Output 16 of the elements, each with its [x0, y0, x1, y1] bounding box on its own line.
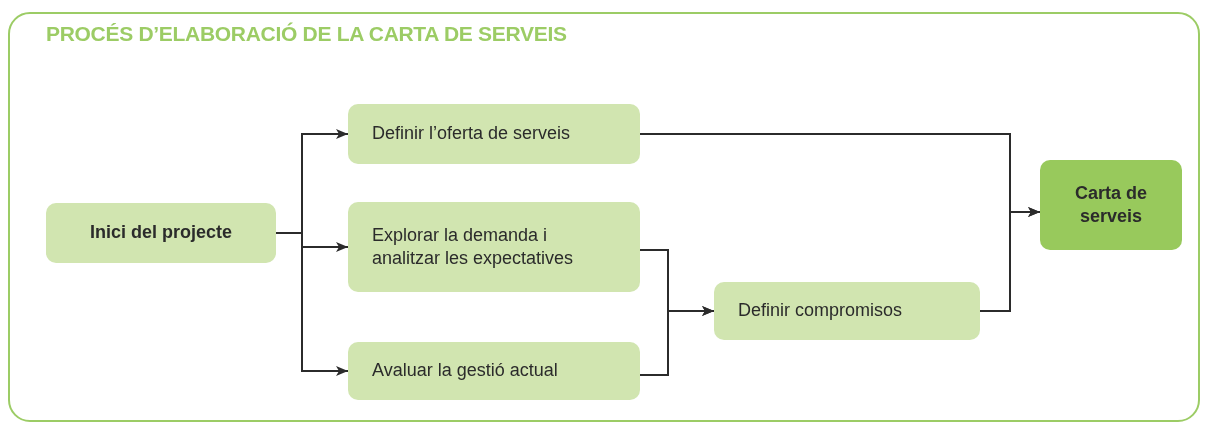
- box-label: Inici del projecte: [89, 221, 232, 245]
- process-box: [46, 203, 276, 263]
- arrow: [639, 306, 715, 376]
- process-box: [348, 202, 640, 292]
- process-box: [1040, 160, 1182, 250]
- process-box: [348, 104, 640, 164]
- box-label: Carta de serveis: [1074, 181, 1148, 228]
- diagram-title: PROCÉS D’ELABORACIÓ DE LA CARTA DE SERVEIS: [46, 22, 567, 46]
- box-label: Avaluar la gestió actual: [372, 359, 558, 383]
- process-box: [714, 282, 980, 340]
- arrow: [275, 232, 349, 376]
- box-label: Explorar la demanda i analitzar les expectatives: [372, 223, 575, 270]
- box-label: Definir compromisos: [738, 299, 903, 323]
- box-label: Definir l’oferta de serveis: [372, 122, 571, 146]
- process-box: [348, 342, 640, 400]
- arrow: [979, 207, 1041, 312]
